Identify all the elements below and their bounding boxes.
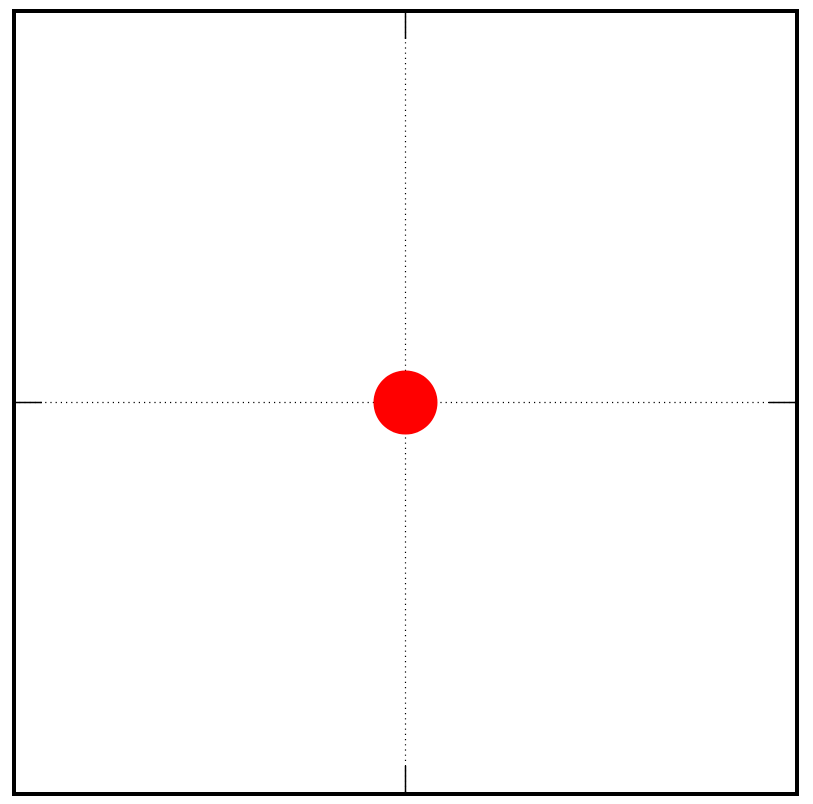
data-point xyxy=(373,370,438,435)
grid-lines xyxy=(14,11,797,794)
axis-ticks xyxy=(14,11,797,794)
data-points xyxy=(373,370,438,435)
plot-frame xyxy=(12,9,799,796)
